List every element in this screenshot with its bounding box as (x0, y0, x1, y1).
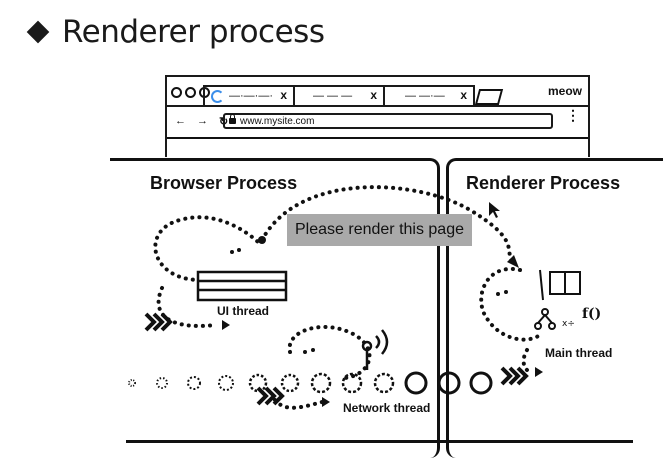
slide-title: Renderer process (26, 10, 325, 54)
queue-circle (469, 371, 493, 395)
ui-thread-label: UI thread (217, 304, 270, 318)
queue-circle (437, 371, 461, 395)
main-thread-label: Main thread (545, 346, 613, 360)
browser-window-illustration: —·—·—· x — — — x — —·— x meow ← → ↻ www.… (165, 75, 590, 157)
network-thread-label: Network thread (343, 401, 431, 415)
tab-close-icon: x (370, 88, 377, 102)
function-symbol: f() (582, 306, 601, 322)
tab-text: —·—·—· (229, 90, 273, 102)
toolbar-divider (167, 137, 588, 139)
tab-text: — — — (313, 90, 353, 102)
window-label: meow (547, 84, 582, 98)
browser-process-title: Browser Process (150, 173, 298, 193)
queue-circle (187, 376, 201, 390)
queue-circle (248, 373, 268, 393)
queue-circle (156, 377, 168, 389)
main-thread-face-eye (504, 290, 508, 294)
queue-circle (218, 375, 234, 391)
tree-node-icon (541, 308, 549, 316)
arrow-origin-dot (258, 236, 266, 244)
arrow-head-icon (535, 367, 543, 377)
renderer-process-title: Renderer Process (466, 173, 621, 193)
chevrons-icon (500, 366, 529, 386)
tab-bar: —·—·—· x — — — x — —·— x meow (167, 77, 588, 107)
back-arrow-icon: ← (175, 115, 186, 127)
network-thread-loop-path (273, 398, 324, 410)
mouse-cursor-icon (489, 202, 500, 218)
renderer-process-panel (446, 158, 663, 458)
slide-title-text: Renderer process (62, 14, 325, 50)
main-thread-loop-path (521, 348, 534, 374)
network-thread-face-eye (303, 350, 307, 354)
chevrons-icon (256, 386, 285, 406)
browser-process-panel (110, 158, 440, 458)
forward-arrow-icon: → (197, 115, 208, 127)
ui-thread-face-eye (237, 248, 241, 252)
ui-thread-face-eye (230, 250, 234, 254)
main-thread-face-eye (496, 292, 500, 296)
network-thread-face-eye (311, 348, 315, 352)
queue-circle (280, 373, 300, 393)
browser-toolbar: ← → ↻ www.mysite.com ⋮ (167, 107, 588, 137)
ui-thread-window-icon (196, 270, 288, 302)
lock-icon (229, 114, 236, 124)
window-dot-icon (171, 87, 182, 98)
queue-circle (310, 372, 332, 394)
math-symbols: x÷ (562, 319, 575, 329)
queue-circle (373, 372, 395, 394)
arrow-head-icon (322, 397, 330, 407)
arrow-head-icon (507, 255, 519, 268)
tab-close-icon: x (280, 88, 287, 102)
url-bar: www.mysite.com (223, 113, 553, 129)
url-text: www.mysite.com (240, 115, 315, 127)
render-request-callout: Please render this page (287, 214, 472, 246)
loading-spinner-icon (211, 89, 224, 103)
process-baseline (126, 440, 633, 443)
main-thread-loop-path (479, 266, 542, 342)
tab-close-icon: x (460, 88, 467, 102)
queue-circle (128, 379, 136, 387)
network-thread-loop-path (287, 325, 372, 380)
window-dot-icon (185, 87, 196, 98)
tab-text: — —·— (405, 90, 445, 102)
queue-circle (404, 371, 428, 395)
chevrons-icon (144, 312, 173, 332)
arrow-head-icon (222, 320, 230, 330)
queue-circle (341, 372, 363, 394)
request-arrow-path (260, 185, 514, 264)
ui-thread-loop-path (153, 215, 260, 282)
pencil-icon (539, 269, 544, 301)
browser-tab: — —·— x (383, 85, 475, 105)
